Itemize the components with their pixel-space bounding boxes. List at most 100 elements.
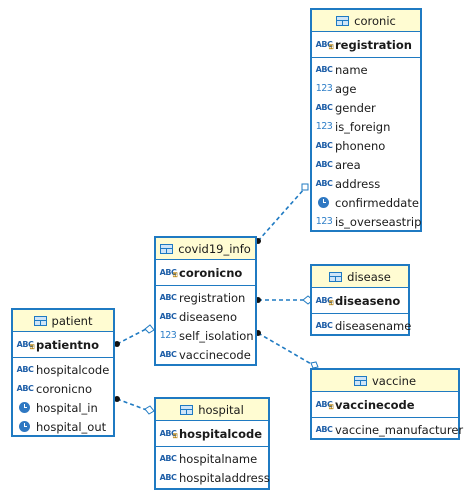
clock-icon bbox=[19, 421, 30, 432]
entity-header[interactable]: vaccine bbox=[312, 370, 458, 392]
text-type-icon: ABC⚿ bbox=[159, 268, 178, 279]
column-name: gender bbox=[335, 100, 376, 115]
table-icon bbox=[180, 404, 194, 415]
number-type-icon: 123 bbox=[159, 330, 177, 341]
text-type-icon: ABC⚿ bbox=[16, 340, 35, 351]
column-name: vaccinecode bbox=[335, 397, 415, 412]
table-icon bbox=[336, 15, 350, 26]
column-name: diseasename bbox=[335, 318, 412, 333]
text-type-icon: ABC bbox=[16, 384, 34, 393]
column-name: vaccine_manufacturer bbox=[335, 422, 464, 437]
column-row[interactable]: ABC⚿ coronicno bbox=[160, 263, 255, 282]
column-name: hospitalcode bbox=[179, 426, 263, 441]
table-icon bbox=[329, 271, 343, 282]
column-name: registration bbox=[335, 37, 412, 52]
primary-key-section: ABC⚿ vaccinecode bbox=[312, 392, 458, 418]
number-type-icon: 123 bbox=[315, 83, 333, 94]
column-name: coronicno bbox=[36, 381, 93, 396]
key-icon: ⚿ bbox=[328, 300, 334, 307]
column-name: hospital_out bbox=[36, 419, 107, 434]
entity-header[interactable]: patient bbox=[13, 310, 113, 332]
text-type-icon: ABC bbox=[315, 141, 333, 150]
column-row[interactable]: confirmeddate bbox=[316, 193, 420, 212]
text-type-icon: ABC bbox=[315, 425, 333, 434]
column-row[interactable]: ABC⚿ diseaseno bbox=[316, 291, 408, 310]
text-type-icon: ABC bbox=[315, 160, 333, 169]
column-name: is_overseastrip bbox=[335, 214, 422, 229]
key-icon: ⚿ bbox=[172, 433, 178, 440]
column-name: hospital_in bbox=[36, 400, 98, 415]
number-type-icon: 123 bbox=[315, 216, 333, 227]
entity-title: covid19_info bbox=[178, 241, 251, 256]
text-type-icon: ABC bbox=[315, 321, 333, 330]
column-name: name bbox=[335, 62, 368, 77]
link-end-square bbox=[301, 183, 309, 191]
column-name: self_isolation bbox=[179, 328, 254, 343]
link-end-dot bbox=[114, 396, 120, 402]
text-type-icon: ABC bbox=[159, 350, 177, 359]
column-name: phoneno bbox=[335, 138, 386, 153]
entity-title: vaccine bbox=[371, 373, 417, 388]
column-row[interactable]: ABC⚿ patientno bbox=[17, 335, 113, 354]
text-type-icon: ABC bbox=[315, 65, 333, 74]
primary-key-section: ABC⚿ patientno bbox=[13, 332, 113, 358]
text-type-icon: ABC bbox=[159, 293, 177, 302]
column-row[interactable]: ABC⚿ hospitalcode bbox=[160, 424, 268, 443]
key-icon: ⚿ bbox=[172, 272, 178, 279]
link-end-diamond bbox=[310, 361, 319, 369]
column-name: registration bbox=[179, 290, 246, 305]
table-icon bbox=[160, 243, 174, 254]
entity-header[interactable]: covid19_info bbox=[156, 238, 255, 260]
primary-key-section: ABC⚿ registration bbox=[312, 32, 420, 58]
column-name: diseaseno bbox=[179, 309, 237, 324]
entity-header[interactable]: disease bbox=[312, 266, 408, 288]
column-row[interactable]: ABC⚿ vaccinecode bbox=[316, 395, 458, 414]
column-row[interactable]: hospital_in bbox=[17, 398, 113, 417]
link-end-diamond bbox=[144, 324, 155, 334]
text-type-icon: ABC bbox=[315, 103, 333, 112]
column-name: diseaseno bbox=[335, 293, 401, 308]
primary-key-section: ABC⚿ coronicno bbox=[156, 260, 255, 286]
text-type-icon: ABC bbox=[315, 179, 333, 188]
link-end-diamond bbox=[144, 405, 155, 415]
primary-key-section: ABC⚿ diseaseno bbox=[312, 288, 408, 314]
text-type-icon: ABC bbox=[159, 312, 177, 321]
link-covid19-info-coronic bbox=[257, 187, 306, 242]
column-row[interactable]: hospital_out bbox=[17, 417, 113, 436]
column-row[interactable]: ABC⚿ registration bbox=[316, 35, 420, 54]
entity-header[interactable]: coronic bbox=[312, 10, 420, 32]
text-type-icon: ABC bbox=[159, 454, 177, 463]
entity-header[interactable]: hospital bbox=[156, 399, 268, 421]
text-type-icon: ABC⚿ bbox=[315, 296, 334, 307]
column-name: coronicno bbox=[179, 265, 243, 280]
